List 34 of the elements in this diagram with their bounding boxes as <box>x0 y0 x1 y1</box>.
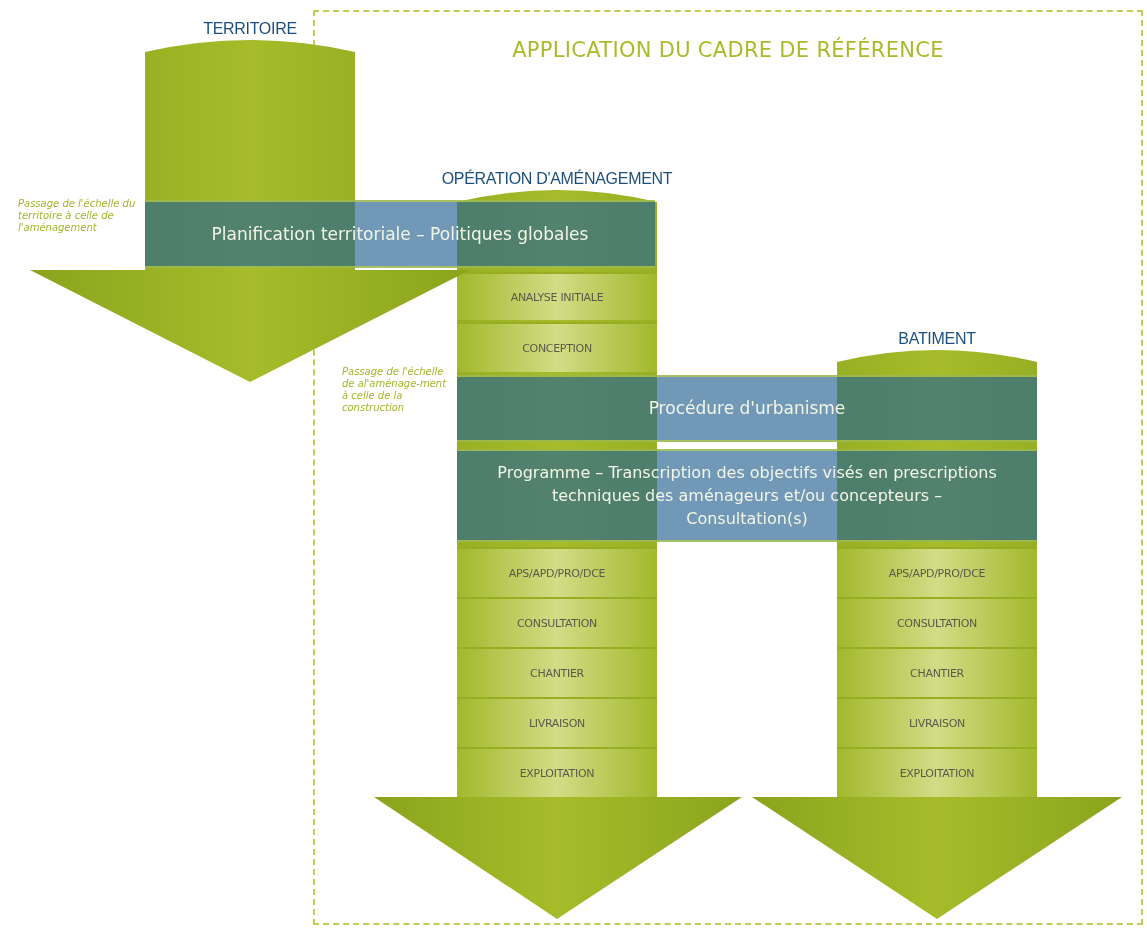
step-box <box>457 597 657 647</box>
step-box <box>837 747 1037 797</box>
step-box <box>457 547 657 597</box>
step-box <box>457 747 657 797</box>
step-box <box>837 697 1037 747</box>
column-heading: BATIMENT <box>897 330 977 348</box>
step-label: EXPLOITATION <box>899 766 975 780</box>
step-label: CONCEPTION <box>522 341 592 355</box>
dashed-frame <box>313 10 1143 925</box>
step-label: CHANTIER <box>910 666 964 680</box>
frame-title: APPLICATION DU CADRE DE RÉFÉRENCE <box>511 38 945 62</box>
column-heading: OPÉRATION D'AMÉNAGEMENT <box>440 170 674 188</box>
phase-band <box>457 449 1037 542</box>
transition-note: Passage de l'échelle du territoire à celle de l'aménagement <box>18 198 137 234</box>
step-box <box>457 697 657 747</box>
phase-band <box>145 200 655 268</box>
step-label: CHANTIER <box>530 666 584 680</box>
step-label: LIVRAISON <box>908 716 965 730</box>
step-label: LIVRAISON <box>528 716 585 730</box>
step-label: EXPLOITATION <box>519 766 595 780</box>
step-box <box>837 647 1037 697</box>
step-label: APS/APD/PRO/DCE <box>888 566 986 580</box>
step-box <box>457 647 657 697</box>
column-heading: TERRITOIRE <box>202 20 298 38</box>
step-label: APS/APD/PRO/DCE <box>508 566 606 580</box>
step-label: CONSULTATION <box>517 616 597 630</box>
transition-note: Passage de l'échelle de al'aménage-ment à celle de la construction <box>342 366 448 414</box>
step-box <box>837 547 1037 597</box>
step-box <box>837 597 1037 647</box>
step-label: ANALYSE INITIALE <box>510 290 604 304</box>
step-label: CONSULTATION <box>897 616 977 630</box>
step-box <box>457 272 657 320</box>
step-box <box>457 322 657 372</box>
phase-band <box>457 375 1037 442</box>
